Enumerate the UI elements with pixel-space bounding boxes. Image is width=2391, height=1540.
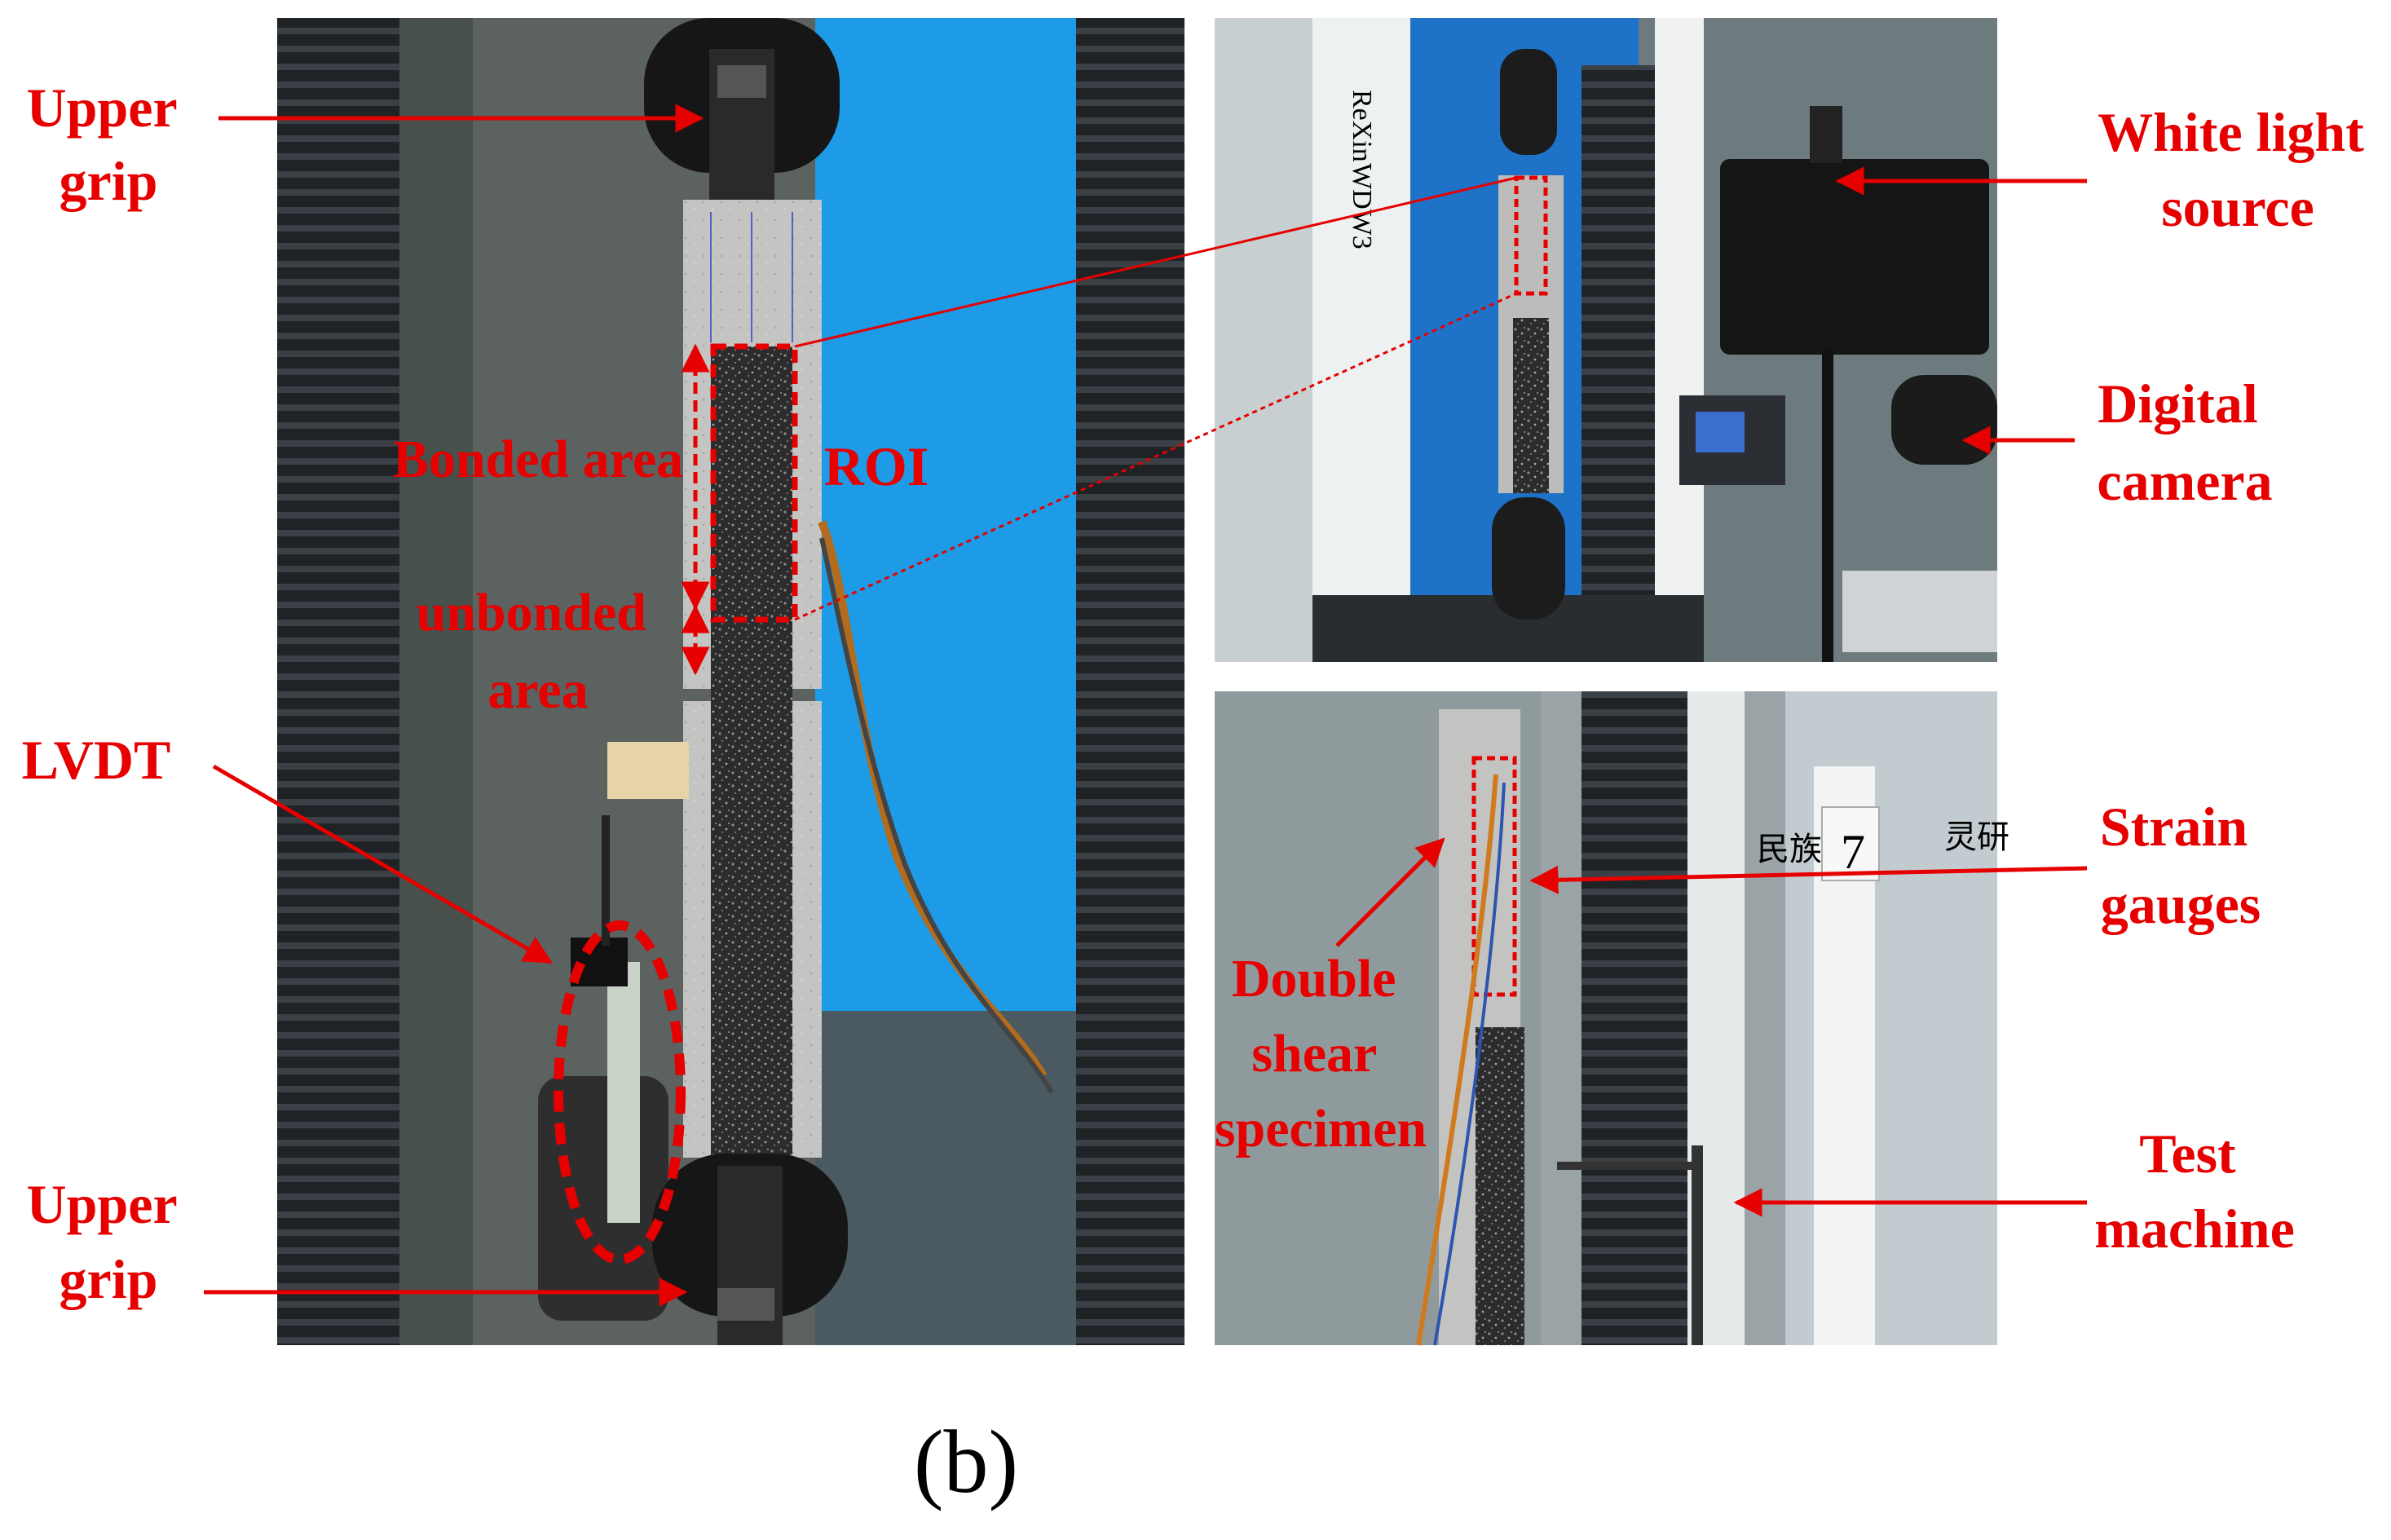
zoom-line-top [794,176,1517,348]
upper-grip-bottom-device [652,1154,848,1345]
label-white-light-source: White light source [2098,101,2378,238]
bg-sign-1: 民族 [1757,831,1822,867]
cfrp-sheet [711,346,792,1158]
left-louver [277,18,399,1345]
label-test-machine: Test machine [2094,1123,2295,1260]
label-upper-grip-bottom: Upper grip [27,1173,191,1310]
lvdt-ellipse [554,920,686,1264]
light-source-device [1720,159,1989,355]
lvdt-device [538,815,668,1321]
label-roi: ROI [824,435,929,497]
label-digital-camera: Digital camera [2097,373,2272,512]
machine-brand-text: WDW3 [1347,163,1377,249]
roi-inset-box [1514,175,1548,296]
louver-panel [1582,691,1687,1345]
strain-gauge-box [1471,756,1517,997]
machine-column-left [1312,18,1410,662]
roi-box [710,343,798,623]
right-louver [1076,18,1184,1345]
label-double-shear-specimen: Double shear specimen [1215,949,1427,1158]
label-lvdt: LVDT [22,729,171,791]
zoom-line-bottom [794,292,1517,621]
spacer-block [607,742,689,799]
main-specimen-photo [277,18,1184,1345]
camera-device [1891,375,1997,465]
label-bonded-area: Bonded area [393,430,683,489]
station-number: 7 [1841,825,1865,879]
upper-grip-top [644,18,840,204]
specimen [683,200,822,1158]
setup-overview-photo: WDW3 ReXin [1215,18,1997,662]
arrow-double-shear-specimen [1335,837,1445,947]
arrow-lvdt [212,764,554,964]
blue-backdrop [815,18,1076,1013]
label-unbonded-area: unbonded area [416,583,660,720]
bg-sign-2: 灵研 [1944,819,2009,855]
machine-column-right [1655,18,1704,662]
figure-caption: (b) [914,1412,1018,1511]
double-shear-photo: 民族 灵研 7 [1215,691,2009,1346]
label-upper-grip-top: Upper grip [27,77,191,212]
machine-name-text: ReXin [1347,90,1377,162]
label-strain-gauges: Strain gauges [2100,796,2261,935]
arrow-strain-gauges [1529,865,2088,894]
